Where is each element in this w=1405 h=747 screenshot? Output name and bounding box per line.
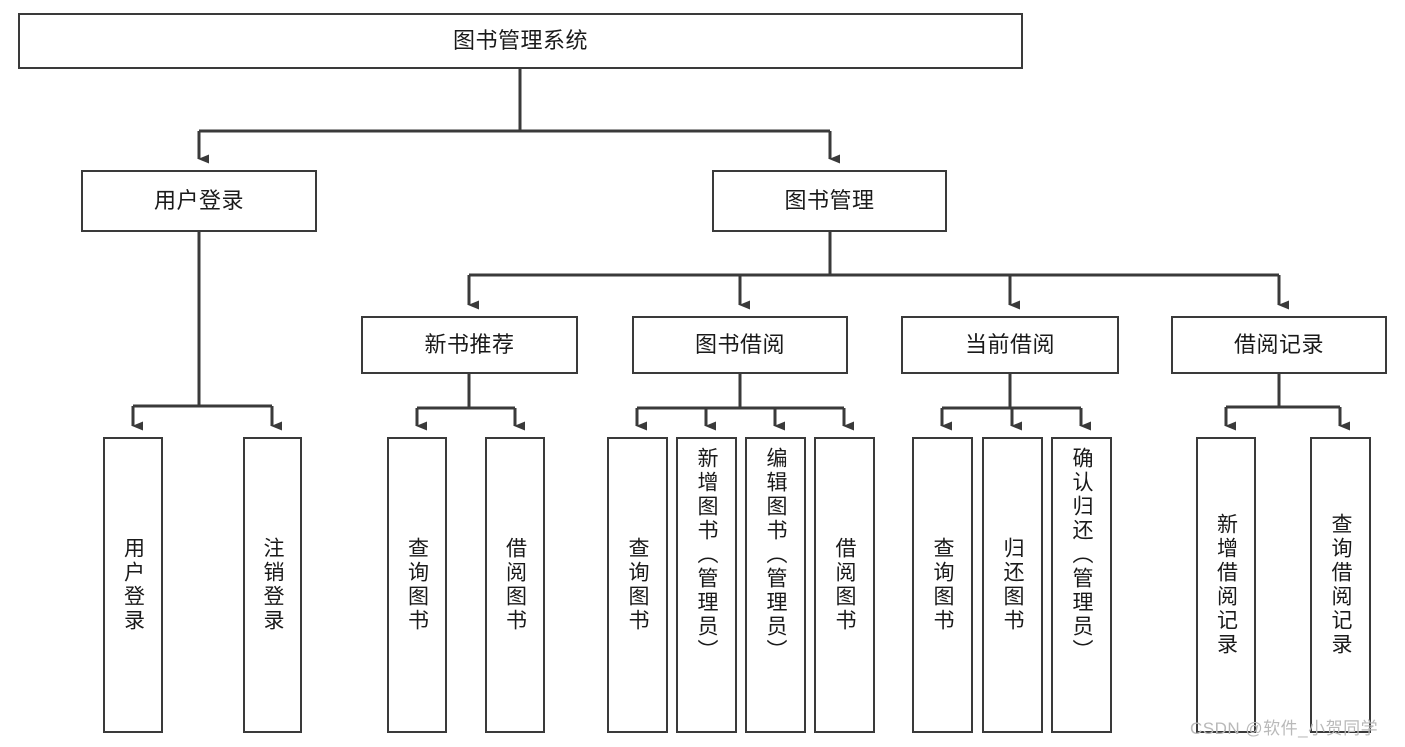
node-leaf-edit-book-label: 编辑图书（管理员） xyxy=(764,447,787,663)
node-leaf-add-book[interactable]: 新增图书（管理员） xyxy=(676,437,737,733)
node-current-borrow[interactable]: 当前借阅 xyxy=(901,316,1119,374)
node-leaf-query-book-2[interactable]: 查询图书 xyxy=(607,437,668,733)
node-leaf-add-book-label: 新增图书（管理员） xyxy=(695,447,718,663)
node-leaf-query-book-1-label: 查询图书 xyxy=(405,537,429,633)
watermark: CSDN @软件_小贺同学 xyxy=(1190,719,1379,738)
node-leaf-query-book-2-label: 查询图书 xyxy=(626,537,649,633)
node-leaf-add-record[interactable]: 新增借阅记录 xyxy=(1196,437,1256,733)
node-leaf-user-login[interactable]: 用户登录 xyxy=(103,437,163,733)
node-leaf-return-book[interactable]: 归还图书 xyxy=(982,437,1043,733)
node-leaf-add-record-label: 新增借阅记录 xyxy=(1214,513,1238,657)
node-borrow-record[interactable]: 借阅记录 xyxy=(1171,316,1387,374)
node-book-manage-label: 图书管理 xyxy=(784,188,875,214)
node-root-label: 图书管理系统 xyxy=(452,28,588,54)
node-leaf-edit-book[interactable]: 编辑图书（管理员） xyxy=(745,437,806,733)
node-leaf-query-book-3[interactable]: 查询图书 xyxy=(912,437,973,733)
node-new-book-recommend[interactable]: 新书推荐 xyxy=(361,316,578,374)
node-leaf-logout-label: 注销登录 xyxy=(261,537,284,633)
node-leaf-borrow-book-1[interactable]: 借阅图书 xyxy=(485,437,545,733)
node-borrow-record-label: 借阅记录 xyxy=(1233,332,1324,358)
node-user-login-label: 用户登录 xyxy=(153,188,244,214)
node-leaf-confirm-return-label: 确认归还（管理员） xyxy=(1070,447,1093,663)
node-root[interactable]: 图书管理系统 xyxy=(18,13,1023,69)
node-current-borrow-label: 当前借阅 xyxy=(964,332,1055,358)
node-leaf-logout[interactable]: 注销登录 xyxy=(243,437,302,733)
node-leaf-borrow-book-2-label: 借阅图书 xyxy=(833,537,856,633)
node-book-borrow[interactable]: 图书借阅 xyxy=(632,316,848,374)
node-leaf-query-record[interactable]: 查询借阅记录 xyxy=(1310,437,1371,733)
node-user-login[interactable]: 用户登录 xyxy=(81,170,317,232)
node-leaf-confirm-return[interactable]: 确认归还（管理员） xyxy=(1051,437,1112,733)
node-leaf-return-book-label: 归还图书 xyxy=(1001,537,1024,633)
node-book-manage[interactable]: 图书管理 xyxy=(712,170,947,232)
node-leaf-borrow-book-2[interactable]: 借阅图书 xyxy=(814,437,875,733)
node-leaf-query-book-1[interactable]: 查询图书 xyxy=(387,437,447,733)
node-book-borrow-label: 图书借阅 xyxy=(694,332,785,358)
node-leaf-borrow-book-1-label: 借阅图书 xyxy=(503,537,527,633)
node-leaf-user-login-label: 用户登录 xyxy=(121,537,145,633)
node-leaf-query-record-label: 查询借阅记录 xyxy=(1329,513,1352,657)
node-leaf-query-book-3-label: 查询图书 xyxy=(931,537,954,633)
node-new-book-recommend-label: 新书推荐 xyxy=(424,332,515,358)
